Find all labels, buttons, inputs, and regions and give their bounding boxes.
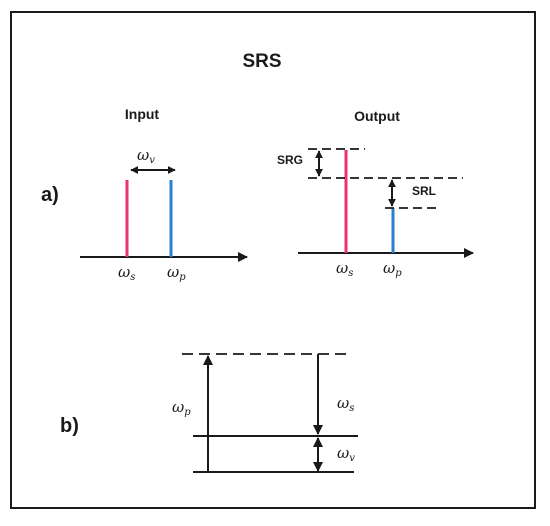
panel-b-vibrational-label: ωv — [337, 444, 355, 464]
output-pump-label: ωp — [383, 259, 402, 279]
output-heading: Output — [354, 108, 400, 124]
panel-b-stokes-label: ωs — [337, 394, 354, 414]
title: SRS — [242, 51, 281, 72]
input-pump-label: ωp — [167, 263, 186, 283]
input-stokes-label: ωs — [118, 263, 135, 283]
panel-b-pump-label: ωp — [172, 398, 191, 418]
srl-label: SRL — [412, 184, 436, 198]
output-stokes-label: ωs — [336, 259, 353, 279]
input-spacing-label: ωv — [137, 146, 155, 166]
panel-a-label: a) — [41, 184, 59, 206]
input-heading: Input — [125, 106, 160, 122]
figure-frame — [10, 11, 536, 509]
panel-b-label: b) — [60, 415, 79, 437]
srg-label: SRG — [277, 153, 303, 167]
